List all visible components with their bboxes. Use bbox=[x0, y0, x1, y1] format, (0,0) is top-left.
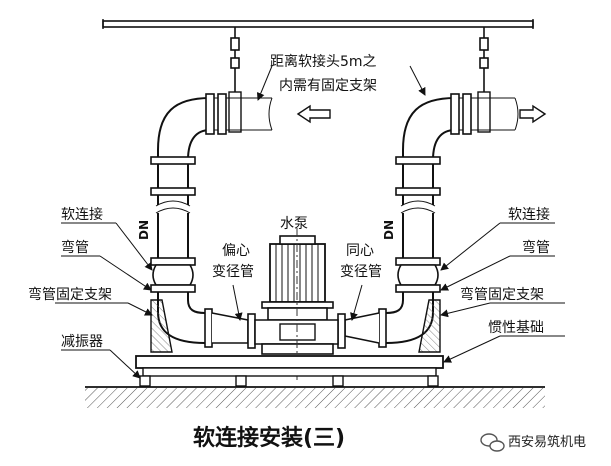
arrow-left-icon bbox=[296, 104, 331, 124]
pump bbox=[254, 228, 339, 380]
inertia-base-label: 惯性基础 bbox=[488, 319, 544, 336]
ceiling-beam bbox=[102, 19, 534, 29]
pump-label: 水泵 bbox=[280, 216, 308, 232]
left-pipe bbox=[150, 93, 273, 353]
inertia-base bbox=[135, 355, 444, 377]
pipe-hanger-right bbox=[477, 27, 491, 133]
vibration-dampers bbox=[139, 375, 439, 387]
soft-joint-label-left: 软连接 bbox=[61, 206, 103, 223]
elbow-support-label-left: 弯管固定支架 bbox=[28, 286, 112, 303]
pipe-hanger-left bbox=[228, 27, 242, 133]
ground bbox=[85, 386, 545, 408]
note-line-1: 距离软接头5m之 bbox=[270, 53, 377, 70]
concentric-reducer-line-1: 同心 bbox=[346, 243, 374, 259]
wechat-icon bbox=[480, 433, 505, 452]
elbow-support-label-right: 弯管固定支架 bbox=[460, 286, 544, 303]
dn-label-left: DN bbox=[137, 220, 151, 240]
right-pipe bbox=[337, 93, 519, 353]
elbow-label-right: 弯管 bbox=[522, 239, 550, 256]
watermark: 西安易筑机电 bbox=[508, 434, 586, 450]
eccentric-reducer-line-2: 变径管 bbox=[212, 264, 254, 280]
leader-lines bbox=[55, 65, 565, 379]
elbow-label-left: 弯管 bbox=[61, 239, 89, 256]
dn-label-right: DN bbox=[382, 220, 396, 240]
eccentric-reducer-line-1: 偏心 bbox=[222, 243, 250, 259]
note-line-2: 内需有固定支架 bbox=[279, 78, 377, 94]
page-title: 软连接安装(三) bbox=[193, 425, 345, 451]
concentric-reducer-line-2: 变径管 bbox=[340, 264, 382, 280]
damper-label: 减振器 bbox=[61, 334, 103, 350]
soft-joint-label-right: 软连接 bbox=[508, 206, 550, 223]
arrow-right-icon bbox=[519, 104, 547, 124]
